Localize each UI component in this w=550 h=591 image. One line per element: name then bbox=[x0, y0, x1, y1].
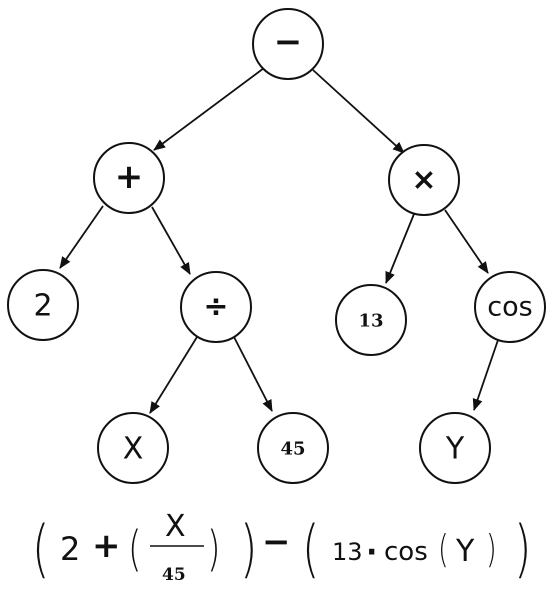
edge-divide-fortyfive bbox=[233, 336, 273, 412]
edge-plus-two bbox=[59, 205, 104, 269]
formula-two: 2 bbox=[60, 530, 80, 568]
formula-numerator: X bbox=[165, 509, 186, 544]
node-times: × bbox=[388, 144, 460, 216]
edge-times-cos bbox=[444, 209, 489, 274]
formula-y: Y bbox=[455, 534, 475, 569]
tree-edges bbox=[59, 67, 499, 414]
node-plus: + bbox=[93, 142, 165, 214]
formula-dot: · bbox=[366, 535, 377, 570]
edge-divide-x bbox=[149, 336, 198, 414]
formula-close-paren-outer-1: ) bbox=[240, 513, 257, 585]
tree-nodes: − + × 2 ÷ 13 cos X bbox=[7, 8, 546, 484]
formula-thirteen: 13 bbox=[332, 538, 363, 566]
node-cos-label: cos bbox=[487, 292, 532, 323]
node-divide-label: ÷ bbox=[203, 290, 228, 325]
node-plus-label: + bbox=[115, 157, 144, 197]
formula-cos: cos bbox=[384, 537, 428, 567]
formula-open-paren-outer-2: ( bbox=[302, 513, 319, 585]
formula-open-paren-inner: ( bbox=[128, 520, 141, 576]
formula-plus: + bbox=[92, 526, 121, 566]
node-two: 2 bbox=[7, 269, 79, 341]
node-cos: cos bbox=[474, 271, 546, 343]
node-thirteen-label: 13 bbox=[358, 311, 383, 332]
node-x-label: X bbox=[123, 432, 144, 467]
edge-plus-divide bbox=[151, 206, 191, 275]
node-fortyfive-label: 45 bbox=[280, 439, 305, 460]
node-root: − bbox=[252, 8, 324, 80]
formula: ( 2 + ( X 45 ) ) − ( 13 · cos ( Y ) ) bbox=[32, 509, 531, 585]
node-x: X bbox=[97, 412, 169, 484]
formula-open-paren-cos: ( bbox=[438, 526, 449, 571]
node-y-label: Y bbox=[445, 432, 465, 467]
node-thirteen: 13 bbox=[335, 284, 407, 356]
edge-cos-y bbox=[472, 339, 499, 411]
node-fortyfive: 45 bbox=[257, 412, 329, 484]
formula-open-paren-outer-1: ( bbox=[32, 513, 49, 585]
formula-denominator: 45 bbox=[162, 565, 186, 585]
formula-minus: − bbox=[262, 522, 291, 562]
node-divide: ÷ bbox=[180, 271, 252, 343]
node-two-label: 2 bbox=[33, 289, 52, 324]
formula-close-paren-cos: ) bbox=[486, 526, 497, 571]
edge-root-plus bbox=[153, 67, 265, 151]
edge-times-thirteen bbox=[385, 213, 415, 284]
node-root-label: − bbox=[274, 22, 303, 62]
node-y: Y bbox=[419, 412, 491, 484]
formula-close-paren-outer-2: ) bbox=[514, 513, 531, 585]
node-times-label: × bbox=[411, 163, 436, 198]
formula-close-paren-inner: ) bbox=[207, 520, 220, 576]
edge-root-times bbox=[312, 69, 405, 154]
